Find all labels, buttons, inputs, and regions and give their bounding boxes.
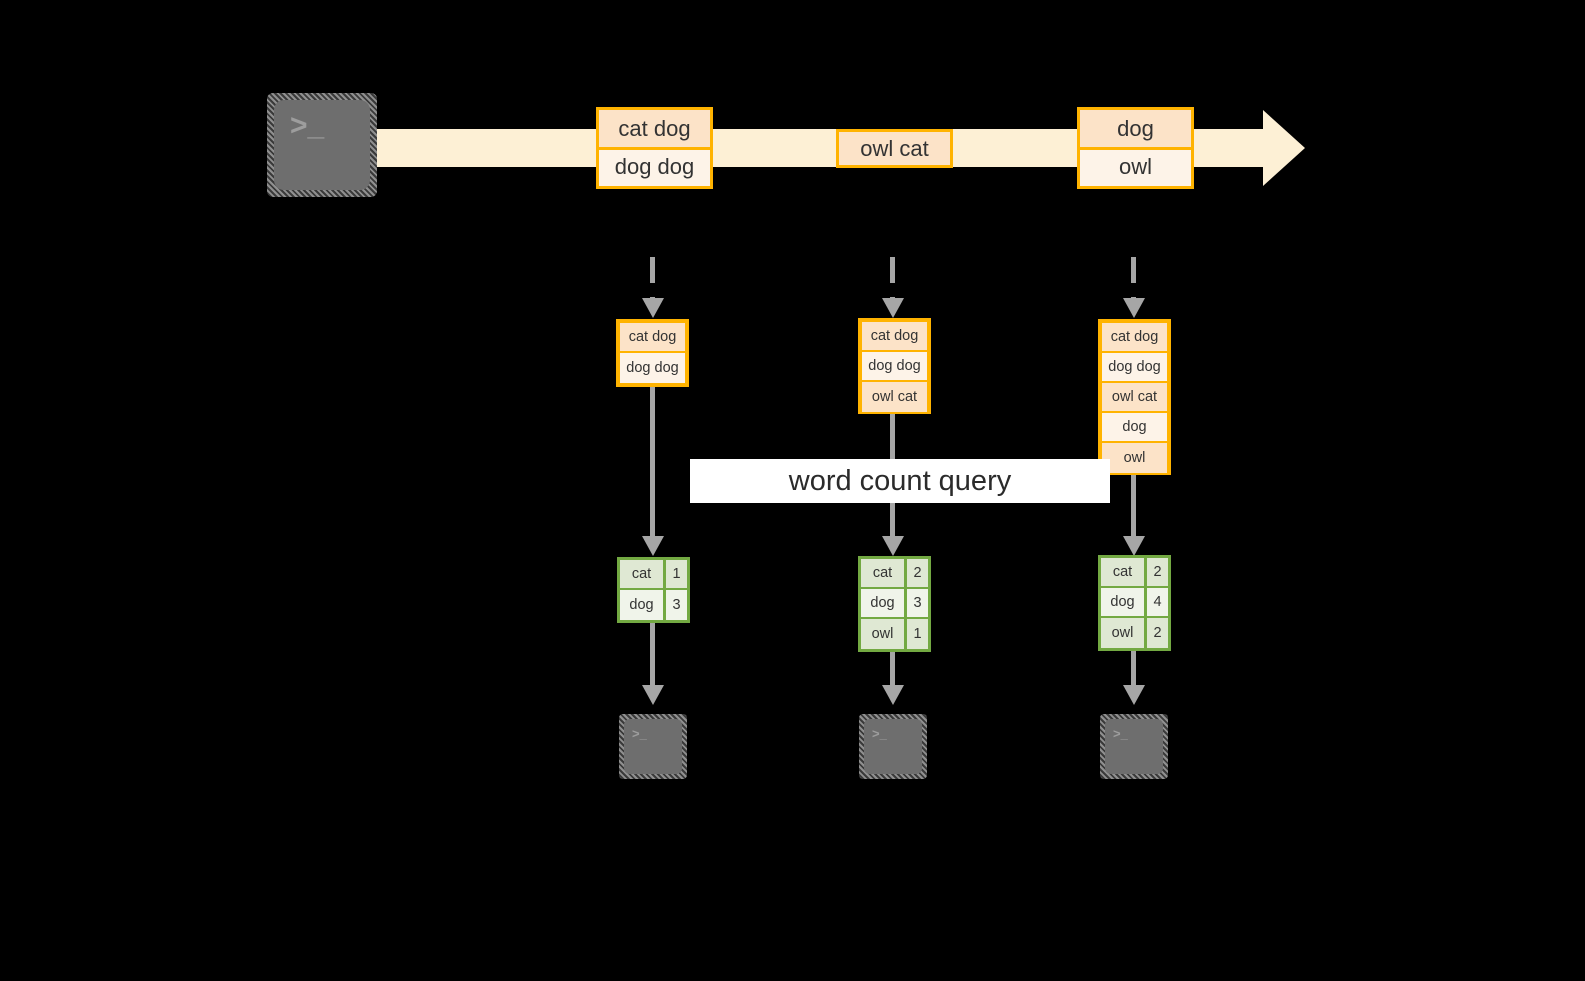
consumer-terminal-icon-2[interactable]: >_ bbox=[859, 714, 927, 779]
stream-event-box-1: cat dog dog dog bbox=[596, 107, 713, 189]
result-to-consumer-connector-3 bbox=[1131, 651, 1136, 688]
snapshot-to-result-arrowhead-3 bbox=[1123, 536, 1145, 556]
terminal-screen: >_ bbox=[864, 719, 922, 774]
query-label-text: word count query bbox=[788, 464, 1012, 497]
snapshot-line: owl cat bbox=[1102, 383, 1167, 413]
snapshot-line: cat dog bbox=[862, 322, 927, 352]
result-to-consumer-connector-2 bbox=[890, 652, 895, 688]
result-count: 2 bbox=[1147, 618, 1168, 648]
snapshot-to-result-arrowhead-1 bbox=[642, 536, 664, 556]
stream-to-snapshot-arrowhead-1 bbox=[642, 298, 664, 318]
terminal-screen: >_ bbox=[624, 719, 682, 774]
result-count: 2 bbox=[907, 559, 928, 587]
snapshot-line: dog dog bbox=[620, 353, 685, 383]
stream-event-box-3: dog owl bbox=[1077, 107, 1194, 189]
snapshot-stack-3: cat dog dog dog owl cat dog owl bbox=[1098, 319, 1171, 475]
consumer-terminal-icon-1[interactable]: >_ bbox=[619, 714, 687, 779]
stream-to-snapshot-arrowhead-3 bbox=[1123, 298, 1145, 318]
result-word: dog bbox=[861, 589, 907, 617]
snapshot-line: dog dog bbox=[1102, 353, 1167, 383]
terminal-prompt-icon: >_ bbox=[632, 726, 647, 741]
result-to-consumer-arrowhead-1 bbox=[642, 685, 664, 705]
query-label: word count query bbox=[690, 459, 1110, 503]
stream-to-snapshot-connector-2 bbox=[890, 257, 895, 302]
result-word: cat bbox=[620, 560, 666, 588]
result-word: cat bbox=[861, 559, 907, 587]
snapshot-line: dog dog bbox=[862, 352, 927, 382]
result-word: owl bbox=[861, 619, 907, 649]
snapshot-to-result-arrowhead-2 bbox=[882, 536, 904, 556]
result-count: 2 bbox=[1147, 558, 1168, 586]
result-word: cat bbox=[1101, 558, 1147, 586]
result-count: 1 bbox=[666, 560, 687, 588]
snapshot-stack-1: cat dog dog dog bbox=[616, 319, 689, 387]
terminal-prompt-icon: >_ bbox=[290, 109, 325, 142]
stream-event-line: dog dog bbox=[599, 147, 710, 184]
result-count: 3 bbox=[907, 589, 928, 617]
table-row: cat 1 bbox=[620, 560, 687, 590]
stream-to-snapshot-connector-3 bbox=[1131, 257, 1136, 302]
event-stream-arrowhead bbox=[1263, 110, 1305, 186]
result-to-consumer-arrowhead-2 bbox=[882, 685, 904, 705]
terminal-prompt-icon: >_ bbox=[872, 726, 887, 741]
result-count: 3 bbox=[666, 590, 687, 620]
table-row: owl 2 bbox=[1101, 618, 1168, 648]
result-count: 1 bbox=[907, 619, 928, 649]
snapshot-to-result-connector-3 bbox=[1131, 475, 1136, 540]
terminal-screen: >_ bbox=[1105, 719, 1163, 774]
table-row: dog 4 bbox=[1101, 588, 1168, 618]
snapshot-stack-2: cat dog dog dog owl cat bbox=[858, 318, 931, 414]
stream-to-snapshot-connector-1 bbox=[650, 257, 655, 302]
result-table-1: cat 1 dog 3 bbox=[617, 557, 690, 623]
producer-terminal-icon[interactable]: >_ bbox=[267, 93, 377, 197]
stream-event-line: cat dog bbox=[599, 110, 710, 147]
terminal-screen: >_ bbox=[274, 100, 370, 190]
table-row: owl 1 bbox=[861, 619, 928, 649]
table-row: dog 3 bbox=[861, 589, 928, 619]
table-row: dog 3 bbox=[620, 590, 687, 620]
result-word: owl bbox=[1101, 618, 1147, 648]
consumer-terminal-icon-3[interactable]: >_ bbox=[1100, 714, 1168, 779]
result-word: dog bbox=[1101, 588, 1147, 616]
table-row: cat 2 bbox=[1101, 558, 1168, 588]
snapshot-line: owl cat bbox=[862, 382, 927, 412]
stream-event-box-2: owl cat bbox=[836, 129, 953, 168]
result-count: 4 bbox=[1147, 588, 1168, 616]
table-row: cat 2 bbox=[861, 559, 928, 589]
stream-to-snapshot-arrowhead-2 bbox=[882, 298, 904, 318]
result-table-2: cat 2 dog 3 owl 1 bbox=[858, 556, 931, 652]
result-table-3: cat 2 dog 4 owl 2 bbox=[1098, 555, 1171, 651]
result-to-consumer-connector-1 bbox=[650, 623, 655, 688]
snapshot-to-result-connector-1 bbox=[650, 387, 655, 540]
snapshot-line: cat dog bbox=[620, 323, 685, 353]
result-word: dog bbox=[620, 590, 666, 620]
stream-event-line: owl bbox=[1080, 147, 1191, 184]
snapshot-line: owl bbox=[1102, 443, 1167, 473]
result-to-consumer-arrowhead-3 bbox=[1123, 685, 1145, 705]
snapshot-line: dog bbox=[1102, 413, 1167, 443]
snapshot-line: cat dog bbox=[1102, 323, 1167, 353]
stream-event-line: owl cat bbox=[839, 132, 950, 165]
stream-event-line: dog bbox=[1080, 110, 1191, 147]
terminal-prompt-icon: >_ bbox=[1113, 726, 1128, 741]
